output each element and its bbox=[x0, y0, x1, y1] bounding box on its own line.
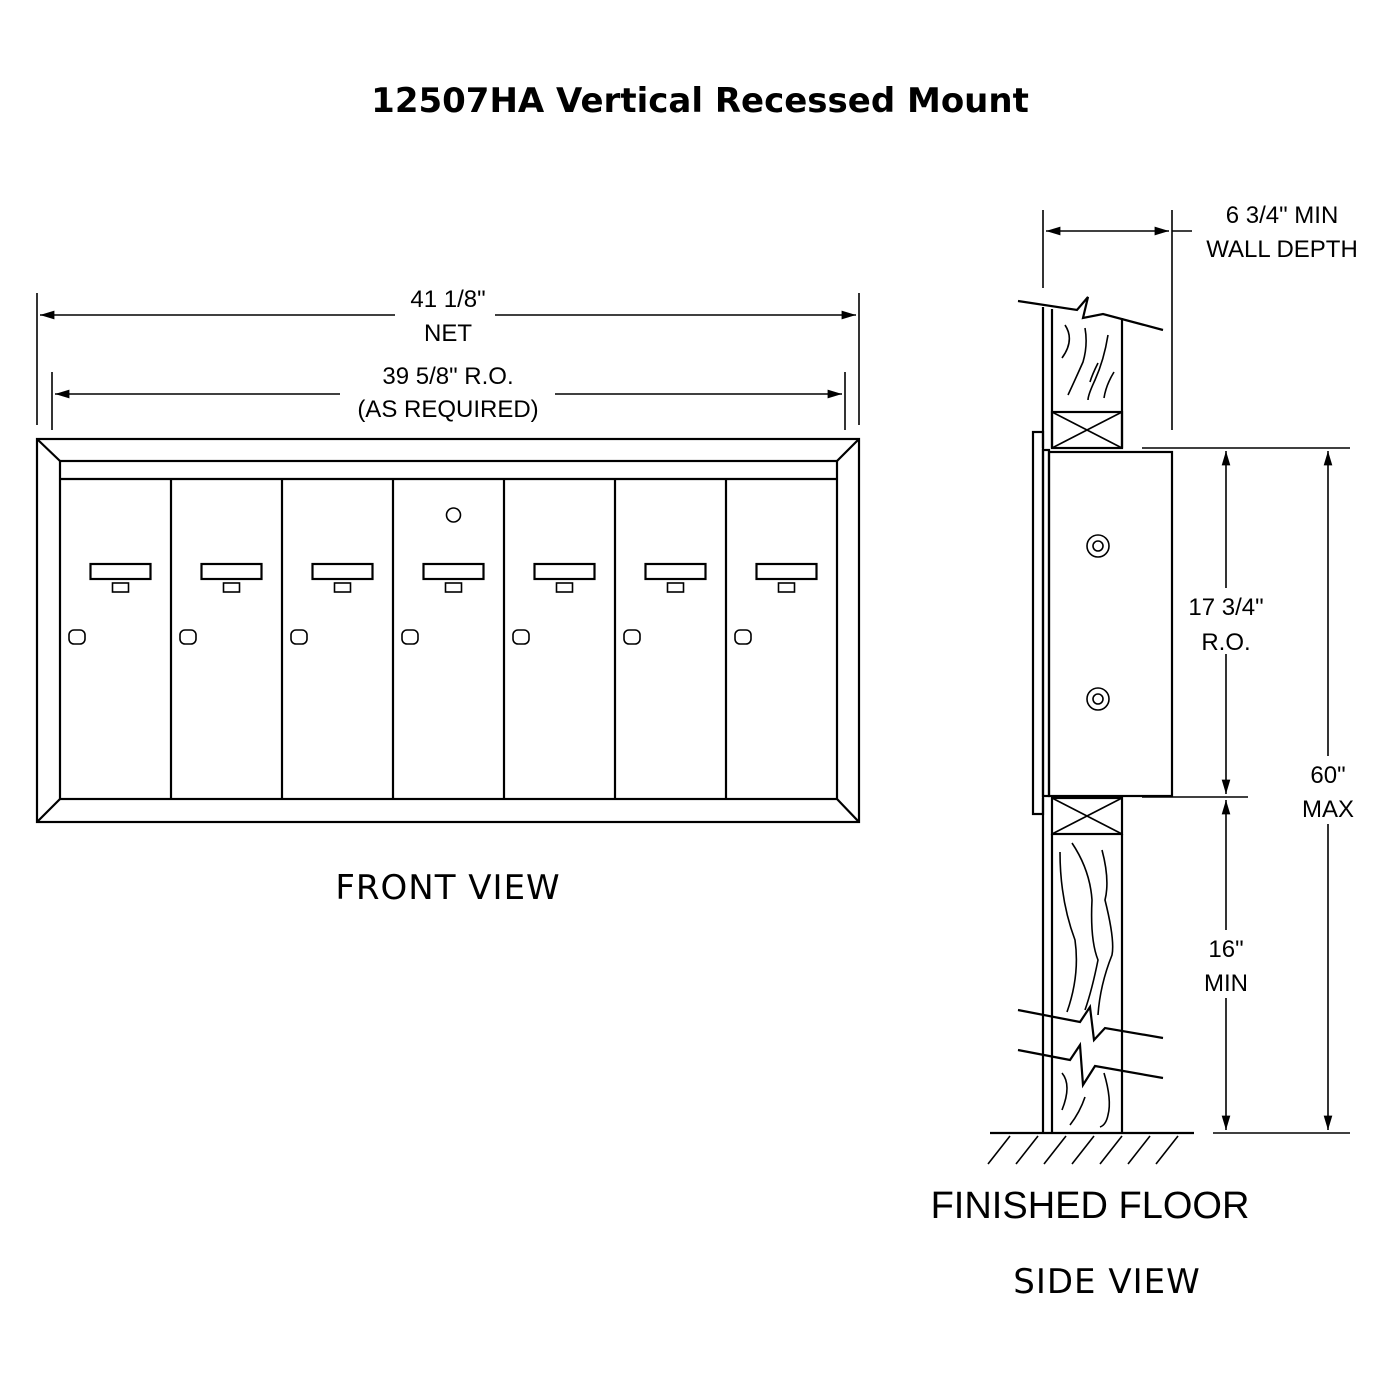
screw-icon bbox=[1086, 687, 1110, 711]
ro-height-value: 17 3/4" bbox=[1188, 594, 1263, 621]
screw-icon bbox=[1086, 534, 1110, 558]
door-number-plate bbox=[333, 582, 352, 593]
lock-icon bbox=[179, 629, 197, 645]
mailbox-doors bbox=[68, 479, 818, 799]
hatch-line bbox=[1043, 1135, 1067, 1165]
net-width-note: NET bbox=[424, 320, 472, 347]
page-title: 12507HA Vertical Recessed Mount bbox=[371, 81, 1029, 121]
hatch-line bbox=[987, 1135, 1011, 1165]
mailbox-body-side bbox=[1031, 430, 1174, 816]
name-card-slot bbox=[200, 562, 263, 581]
net-width-value: 41 1/8" bbox=[410, 286, 485, 313]
hatch-line bbox=[1015, 1135, 1039, 1165]
lower-stud bbox=[1017, 796, 1164, 1133]
door-number-plate bbox=[444, 582, 463, 593]
lock-icon bbox=[623, 629, 641, 645]
min-height-dimension: 16" MIN bbox=[1192, 800, 1260, 1130]
finished-floor-label: FINISHED FLOOR bbox=[931, 1185, 1250, 1227]
master-lock-icon bbox=[445, 507, 462, 523]
mailbox-door bbox=[169, 479, 263, 799]
max-height-value: 60" bbox=[1310, 762, 1345, 789]
mailbox-door bbox=[68, 562, 152, 645]
hatch-line bbox=[1127, 1135, 1151, 1165]
wall-depth-value: 6 3/4" MIN bbox=[1226, 202, 1339, 229]
finished-floor bbox=[987, 1131, 1194, 1165]
door-number-plate bbox=[777, 582, 796, 593]
ro-height-note: R.O. bbox=[1201, 629, 1250, 656]
ro-width-value: 39 5/8" R.O. bbox=[382, 363, 513, 390]
min-height-value: 16" bbox=[1208, 936, 1243, 963]
mailbox-door bbox=[280, 479, 374, 799]
lock-icon bbox=[401, 629, 419, 645]
door-number-plate bbox=[111, 582, 130, 593]
side-view: 6 3/4" MIN WALL DEPTH bbox=[931, 202, 1366, 1302]
net-width-dimension: 41 1/8" NET bbox=[36, 285, 860, 425]
mailbox-frame bbox=[35, 437, 861, 824]
mailbox-door bbox=[391, 479, 485, 799]
lock-icon bbox=[512, 629, 530, 645]
hatch-line bbox=[1071, 1135, 1095, 1165]
wall-depth-dimension: 6 3/4" MIN WALL DEPTH bbox=[1042, 202, 1358, 430]
lock-icon bbox=[68, 629, 86, 645]
name-card-slot bbox=[89, 562, 152, 581]
mailbox-box bbox=[1047, 450, 1174, 798]
max-height-note: MAX bbox=[1302, 796, 1354, 823]
hatch-line bbox=[1099, 1135, 1123, 1165]
mailbox-door bbox=[613, 479, 707, 799]
ro-width-note: (AS REQUIRED) bbox=[357, 396, 538, 423]
name-card-slot bbox=[755, 562, 818, 581]
name-card-slot bbox=[422, 562, 485, 581]
wall-depth-note: WALL DEPTH bbox=[1206, 236, 1358, 263]
ro-height-dimension: 17 3/4" R.O. bbox=[1178, 451, 1276, 794]
min-height-note: MIN bbox=[1204, 970, 1248, 997]
door-number-plate bbox=[222, 582, 241, 593]
name-card-slot bbox=[311, 562, 374, 581]
door-number-plate bbox=[666, 582, 685, 593]
front-view: 41 1/8" NET 39 5/8" R.O. (AS REQUIRED) F… bbox=[35, 285, 861, 908]
max-height-dimension: 60" MAX bbox=[1290, 451, 1366, 1130]
hatch-line bbox=[1155, 1135, 1179, 1165]
side-view-label: SIDE VIEW bbox=[1013, 1262, 1200, 1302]
door-number-plate bbox=[555, 582, 574, 593]
upper-stud bbox=[1017, 296, 1164, 450]
mailbox-door bbox=[724, 479, 818, 799]
ro-width-dimension: 39 5/8" R.O. (AS REQUIRED) bbox=[51, 362, 846, 430]
name-card-slot bbox=[533, 562, 596, 581]
lock-icon bbox=[734, 629, 752, 645]
lock-icon bbox=[290, 629, 308, 645]
mailbox-door bbox=[502, 479, 596, 799]
name-card-slot bbox=[644, 562, 707, 581]
front-flange bbox=[1031, 430, 1045, 816]
front-view-label: FRONT VIEW bbox=[335, 868, 560, 908]
